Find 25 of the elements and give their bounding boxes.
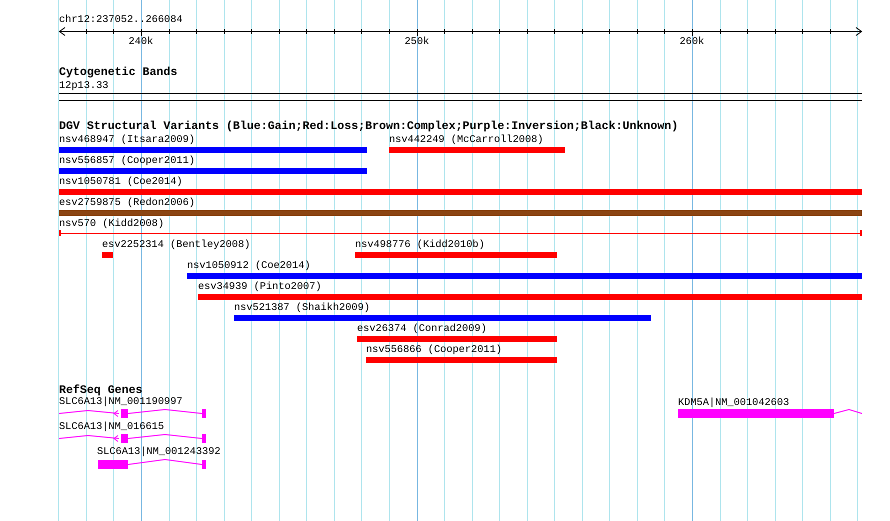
variant-label: esv2759875 (Redon2006) [59, 197, 195, 209]
coordinate-label: chr12:237052..266084 [59, 14, 183, 26]
variant-label: nsv442249 (McCarroll2008) [389, 134, 544, 146]
variant-label: nsv1050781 (Coe2014) [59, 176, 183, 188]
variant-label: nsv570 (Kidd2008) [59, 218, 164, 230]
gene-label: KDM5A|NM_001042603 [678, 397, 790, 409]
gene-label: SLC6A13|NM_016615 [59, 421, 164, 433]
tick-label: 260k [680, 36, 704, 48]
track-heading: Cytogenetic Bands [59, 67, 178, 79]
variant-label: nsv556866 (Cooper2011) [366, 344, 502, 356]
gene-label: SLC6A13|NM_001243392 [97, 446, 221, 458]
variant-label: nsv521387 (Shaikh2009) [234, 302, 370, 314]
gene-label: SLC6A13|NM_001190997 [59, 396, 183, 408]
variant-label: esv26374 (Conrad2009) [357, 323, 487, 335]
variant-label: nsv556857 (Cooper2011) [59, 155, 195, 167]
variant-label: nsv468947 (Itsara2009) [59, 134, 195, 146]
variant-label: nsv1050912 (Coe2014) [187, 260, 311, 272]
variant-label: nsv498776 (Kidd2010b) [355, 239, 485, 251]
variant-label: esv34939 (Pinto2007) [198, 281, 322, 293]
band-label: 12p13.33 [59, 80, 108, 92]
track-heading: DGV Structural Variants (Blue:Gain;Red:Loss;Brown:Complex;Purple:Inversion;Black:Unknown) [59, 121, 678, 133]
tick-label: 240k [128, 36, 154, 48]
variant-label: esv2252314 (Bentley2008) [102, 239, 250, 251]
tick-label: 250k [404, 36, 430, 48]
track-heading: RefSeq Genes [59, 385, 142, 397]
